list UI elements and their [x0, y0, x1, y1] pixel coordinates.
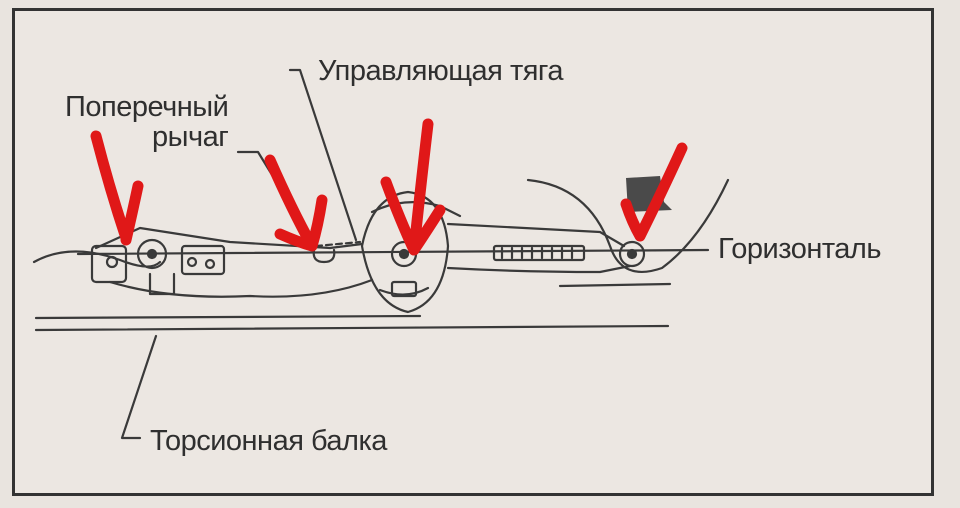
pivot-bolt-icon [105, 255, 119, 269]
red-arrow-marker-icon [90, 130, 144, 246]
control-rod-label: Управляющая тяга [318, 55, 564, 87]
pivot-bolt-icon [186, 256, 216, 270]
control-rod-threaded [492, 244, 586, 262]
pivot-bolt-icon [136, 238, 168, 270]
torsion-beam-label: Торсионная балка [150, 425, 387, 457]
transverse-arm-label-line1: Поперечный [65, 91, 229, 123]
red-arrow-marker-icon [620, 142, 688, 242]
left-mount-block [90, 244, 128, 284]
torsion-beam-line-upper [34, 314, 422, 320]
transverse-arm-label: Поперечный рычаг [56, 91, 229, 153]
arm-bracket-lower [148, 272, 176, 296]
left-body-outline [32, 250, 162, 268]
torsion-beam-leader [120, 334, 158, 440]
pivot-bolt-icon [618, 240, 646, 268]
torsion-beam-line-lower [34, 324, 670, 332]
control-rod-link-end [312, 248, 336, 264]
horizontal-label: Горизонталь [718, 233, 881, 265]
right-mount-lower [558, 282, 672, 288]
arm-bracket [180, 244, 226, 276]
nut-icon [390, 280, 418, 298]
transverse-arm-label-line2: рычаг [152, 121, 229, 153]
right-mount-outline [526, 178, 730, 273]
transverse-arm-body-lower [108, 278, 374, 298]
red-arrow-marker-icon [380, 118, 446, 256]
control-rod-leader [288, 68, 358, 242]
red-arrow-marker-icon [264, 154, 328, 252]
control-rod-link [314, 240, 362, 248]
control-rod-thread-lines [500, 246, 574, 260]
central-knuckle-inner [378, 286, 430, 296]
control-rod-body-lower [446, 264, 632, 274]
control-rod-body [446, 222, 626, 248]
